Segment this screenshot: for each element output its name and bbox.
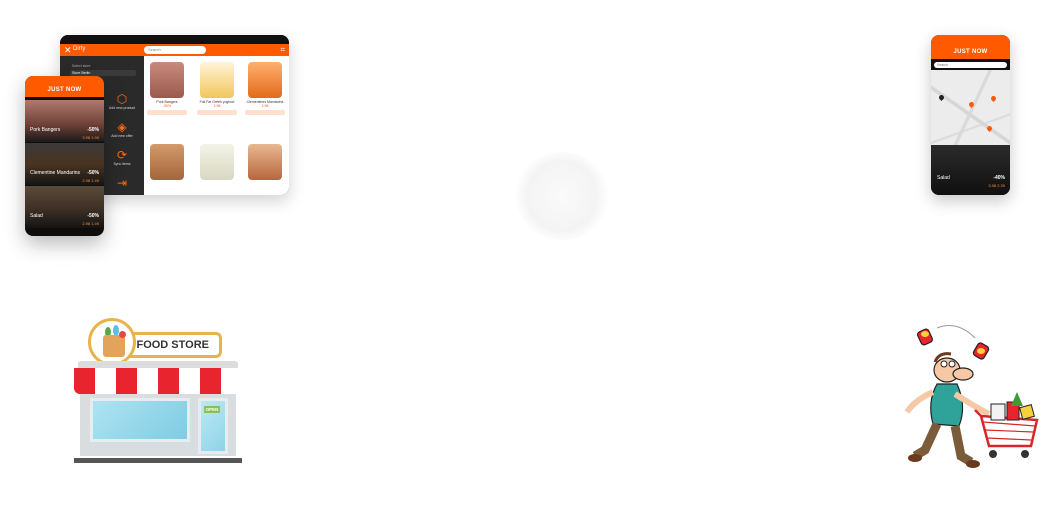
open-sign: OPEN (204, 406, 220, 413)
flying-can-icon (916, 328, 934, 346)
store-awning (74, 368, 242, 394)
product-image (248, 144, 282, 180)
product-card[interactable] (146, 140, 188, 195)
store-sign: FOOD STORE (120, 332, 222, 358)
map-pin-icon[interactable] (989, 94, 998, 103)
app-logo: JUST NOW (953, 49, 988, 55)
offer-card[interactable]: Salad -40% 3.98 2.39 (931, 145, 1010, 195)
item-price: 2.98 1.49 (82, 221, 99, 226)
product-card[interactable]: Clementines Mandarins 2.98 (244, 58, 286, 128)
offer-name: Salad (937, 175, 950, 181)
product-card[interactable] (196, 140, 238, 195)
item-name: Salad (30, 213, 43, 219)
tablet-status-bar (60, 35, 289, 44)
food-store-illustration: FOOD STORE OPEN (70, 316, 246, 466)
product-name: Pork Bangers (156, 100, 178, 104)
tag-icon: ◈ (117, 120, 127, 134)
close-icon[interactable]: ✕ (64, 45, 72, 55)
sync-icon: ⟳ (116, 148, 128, 162)
product-image (248, 62, 282, 98)
item-discount: -50% (87, 170, 99, 176)
product-price: 2.98 (213, 104, 221, 108)
map-pin-icon[interactable] (967, 100, 976, 109)
store-window (90, 398, 190, 442)
item-price: 3.98 1.99 (82, 135, 99, 140)
tablet-nav-bar: ✕ Dirty Search ⌗ (60, 44, 289, 56)
shopper-with-cart-illustration (904, 325, 1039, 468)
logout-icon: ⇥ (116, 176, 128, 190)
product-offer-bar (245, 110, 285, 115)
product-image (200, 144, 234, 180)
menu-add-product[interactable]: ⬡ Add new product (106, 92, 138, 110)
menu-add-offer[interactable]: ◈ Add new offer (106, 120, 138, 138)
product-name: Clementines Mandarins (246, 100, 284, 104)
offer-price: 3.98 2.39 (988, 183, 1005, 188)
product-card[interactable]: Full Fat Greek yoghurt 2.98 (196, 58, 238, 128)
map-search-input[interactable]: Search (934, 62, 1007, 68)
item-discount: -50% (87, 127, 99, 133)
item-discount: -50% (87, 213, 99, 219)
app-logo: JUST NOW (47, 87, 82, 93)
product-card[interactable] (244, 140, 286, 195)
menu-label: Add new offer (111, 134, 133, 138)
phone-app-screenshot-map: JUST NOW Search Salad -40% 3.98 2.39 (931, 35, 1010, 195)
menu-label: Add new product (108, 106, 136, 110)
grocery-bag-icon (88, 318, 136, 366)
product-discount: -50% (162, 104, 172, 108)
map-pin-icon[interactable] (937, 93, 946, 102)
item-name: Pork Bangers (30, 127, 61, 133)
offer-discount: -40% (993, 175, 1005, 181)
loading-indicator (516, 152, 608, 240)
product-image (200, 62, 234, 98)
menu-sync[interactable]: ⟳ Sync items (106, 148, 138, 166)
item-name: Clementine Mandarins (30, 170, 81, 176)
shopping-cart-icon (974, 392, 1039, 458)
scan-icon[interactable]: ⌗ (280, 45, 285, 54)
phone-app-screenshot-list: JUST NOW Pork Bangers -50% 3.98 1.99 Cle… (25, 76, 104, 236)
list-item[interactable]: Pork Bangers -50% 3.98 1.99 (25, 100, 104, 142)
menu-logout[interactable]: ⇥ (106, 176, 138, 190)
store-select-label: Select store (72, 64, 91, 68)
list-item[interactable]: Clementine Mandarins -50% 2.98 1.49 (25, 143, 104, 185)
tablet-search-input[interactable]: Search (144, 46, 206, 54)
flying-can-icon (972, 342, 990, 360)
product-image (150, 144, 184, 180)
map-pin-icon[interactable] (985, 124, 994, 133)
product-name: Full Fat Greek yoghurt (199, 100, 235, 104)
box-icon: ⬡ (116, 92, 128, 106)
store-roof (78, 361, 238, 369)
product-offer-bar (147, 110, 187, 115)
product-card[interactable]: Pork Bangers -50% (146, 58, 188, 128)
product-grid: Pork Bangers -50% Full Fat Greek yoghurt… (144, 56, 289, 195)
product-offer-bar (197, 110, 237, 115)
store-select[interactable]: Store Berlin (70, 70, 136, 76)
store-ground (74, 458, 242, 463)
list-item[interactable]: Salad -50% 2.98 1.49 (25, 186, 104, 228)
tablet-nav-title: Dirty (73, 46, 86, 52)
menu-label: Sync items (113, 162, 131, 166)
item-price: 2.98 1.49 (82, 178, 99, 183)
product-price: 2.98 (261, 104, 269, 108)
product-image (150, 62, 184, 98)
app-header: JUST NOW (25, 76, 104, 97)
app-header: JUST NOW (931, 35, 1010, 59)
